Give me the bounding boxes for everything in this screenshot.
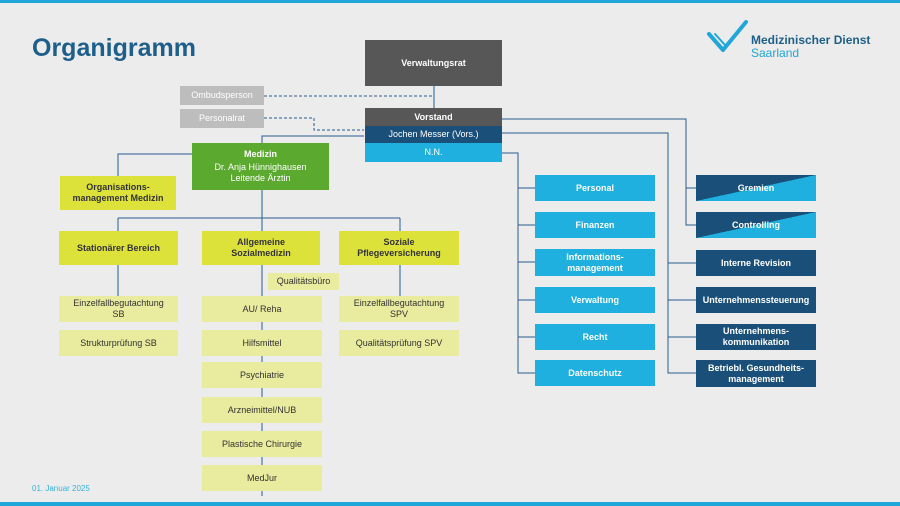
service-label: Verwaltung [570, 294, 619, 305]
service-recht: Recht [535, 324, 655, 350]
service-label: Personal [575, 182, 615, 193]
allgemein-unit: Psychiatrie [202, 362, 322, 388]
staff-steuerung-label: Unternehmenssteuerung [702, 294, 810, 305]
ombudsperson-box: Ombudsperson [180, 86, 264, 105]
service-verwaltung: Verwaltung [535, 287, 655, 313]
service-label: Datenschutz [568, 367, 622, 378]
service-personal: Personal [535, 175, 655, 201]
medizin-head-name: Dr. Anja Hünnighausen [214, 162, 307, 172]
service-datenschutz: Datenschutz [535, 360, 655, 386]
soziale-unit-1-line2: SPV [389, 309, 408, 319]
service-finanzen: Finanzen [535, 212, 655, 238]
logo-name: Medizinischer Dienst [751, 33, 871, 47]
stationaer-unit-1: Einzelfallbegutachtung SB [59, 296, 178, 322]
allgemeine-line2: Sozialmedizin [231, 248, 291, 258]
personalrat-label: Personalrat [198, 113, 246, 123]
staff-unternehmenssteuerung: Unternehmenssteuerung [696, 287, 816, 313]
allgemein-unit-label: Psychiatrie [239, 369, 284, 380]
stationaer-unit-1-line2: SB [112, 309, 125, 319]
medizin-head-role: Leitende Ärztin [230, 173, 291, 183]
logo-region: Saarland [751, 46, 800, 60]
staff-controlling: Controlling [696, 212, 816, 238]
orga-management-line1: Organisations- [86, 182, 150, 192]
allgemein-unit: Plastische Chirurgie [202, 431, 322, 457]
stationaer-unit-1-line1: Einzelfallbegutachtung [73, 298, 164, 308]
staff-unternehmenskommunikation: Unternehmens- kommunikation [696, 324, 816, 350]
vorstand-nn-label: N.N. [424, 147, 443, 157]
verwaltungsrat-label: Verwaltungsrat [401, 57, 466, 68]
soziale-line1: Soziale [383, 237, 415, 247]
staff-gesundheitsmanagement: Betriebl. Gesundheits- management [696, 360, 816, 387]
soziale-line2: Pflegeversicherung [357, 248, 441, 258]
staff-kommunikation-line1: Unternehmens- [722, 326, 789, 336]
vorstand-chair-box: Jochen Messer (Vors.) [365, 126, 502, 143]
orga-management-line2: management Medizin [72, 193, 164, 203]
top-accent-bar [0, 0, 900, 3]
vorstand-box: Vorstand [365, 108, 502, 126]
allgemein-unit-label: MedJur [246, 472, 277, 483]
staff-gesundheit-line1: Betriebl. Gesundheits- [707, 362, 805, 373]
medizin-title: Medizin [244, 149, 277, 159]
footer-date: 01. Januar 2025 [32, 484, 90, 493]
vorstand-nn-box: N.N. [365, 143, 502, 162]
staff-gesundheit-line2: management [728, 373, 784, 384]
allgemein-unit-label: Arzneimittel/NUB [227, 404, 297, 415]
soziale-unit-2-label: Qualitätsprüfung SPV [355, 337, 443, 348]
orga-management-box: Organisations- management Medizin [60, 176, 176, 210]
service-label: Finanzen [575, 219, 615, 230]
stationaer-label: Stationärer Bereich [76, 242, 161, 253]
allgemein-unit-label: Plastische Chirurgie [221, 438, 303, 449]
staff-interne-revision: Interne Revision [696, 250, 816, 276]
allgemein-unit-label: Hilfsmittel [242, 337, 282, 348]
service-label: Recht [582, 331, 608, 342]
service-info-line1: Informations- [566, 251, 624, 262]
qualitaetsbuero-label: Qualitätsbüro [276, 276, 331, 286]
staff-gremien-label: Gremien [737, 182, 775, 193]
allgemeine-line1: Allgemeine [236, 237, 285, 247]
medizin-box: Medizin Dr. Anja Hünnighausen Leitende Ä… [192, 143, 329, 190]
allgemeine-sozialmedizin-box: Allgemeine Sozialmedizin [202, 231, 320, 265]
vorstand-chair-label: Jochen Messer (Vors.) [388, 129, 479, 139]
allgemein-unit: AU/ Reha [202, 296, 322, 322]
vorstand-label: Vorstand [414, 111, 453, 122]
allgemein-unit: MedJur [202, 465, 322, 491]
qualitaetsbuero-box: Qualitätsbüro [268, 273, 339, 290]
personalrat-box: Personalrat [180, 109, 264, 128]
allgemein-unit-label: AU/ Reha [242, 303, 282, 314]
ombudsperson-label: Ombudsperson [191, 90, 253, 100]
checkmark-logo-icon [707, 20, 748, 52]
stationaer-unit-2: Strukturprüfung SB [59, 330, 178, 356]
soziale-pflegeversicherung-box: Soziale Pflegeversicherung [339, 231, 459, 265]
verwaltungsrat-box: Verwaltungsrat [365, 40, 502, 86]
allgemein-unit: Arzneimittel/NUB [202, 397, 322, 423]
allgemein-unit: Hilfsmittel [202, 330, 322, 356]
staff-revision-label: Interne Revision [720, 257, 792, 268]
soziale-unit-1-line1: Einzelfallbegutachtung [353, 298, 445, 308]
staff-kommunikation-line2: kommunikation [722, 337, 790, 347]
soziale-unit-1: Einzelfallbegutachtung SPV [339, 296, 459, 322]
page-title: Organigramm [32, 34, 196, 62]
service-info-line2: management [567, 262, 623, 273]
bottom-accent-bar [0, 502, 900, 506]
soziale-unit-2: Qualitätsprüfung SPV [339, 330, 459, 356]
stationaer-box: Stationärer Bereich [59, 231, 178, 265]
stationaer-unit-2-label: Strukturprüfung SB [80, 337, 157, 348]
staff-controlling-label: Controlling [732, 219, 780, 230]
staff-gremien: Gremien [696, 175, 816, 201]
service-informationsmanagement: Informations- management [535, 249, 655, 276]
